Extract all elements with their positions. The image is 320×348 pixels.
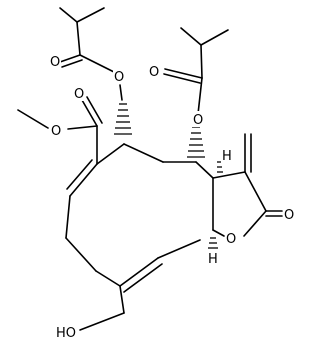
right-isobutyrate: [163, 27, 229, 115]
right-ester-oxygen-link: [187, 126, 205, 158]
o-lactone-carbonyl: O: [284, 208, 294, 223]
o-ester-left: O: [114, 70, 124, 85]
h-upper-junction: H: [222, 149, 232, 164]
stereo-h-lower: [208, 237, 218, 249]
o-methyl-ester-carbonyl: O: [74, 87, 84, 102]
hydroxyl-label: HO: [56, 326, 76, 341]
h-lower-junction: H: [208, 252, 218, 267]
lactone-ring: [212, 133, 283, 237]
left-ester-oxygen-link: [114, 84, 132, 135]
hydroxymethyl: [79, 285, 125, 331]
left-isobutyrate: [59, 7, 117, 74]
structure-canvas: O O O O O O O O H H HO: [17, 7, 297, 341]
o-lactone-ring: O: [226, 232, 236, 247]
o-methyl-ester: O: [51, 124, 61, 139]
stereo-h-upper: [217, 161, 223, 173]
atom-labels: O O O O O O O O H H HO: [49, 53, 297, 341]
o-ester-right: O: [193, 113, 203, 128]
macrocycle: [65, 143, 214, 293]
o-carbonyl-right: O: [149, 65, 159, 80]
methyl-ester: [17, 96, 103, 165]
o-carbonyl-left: O: [50, 55, 60, 70]
molecule-diagram: O O O O O O O O H H HO: [17, 7, 297, 341]
